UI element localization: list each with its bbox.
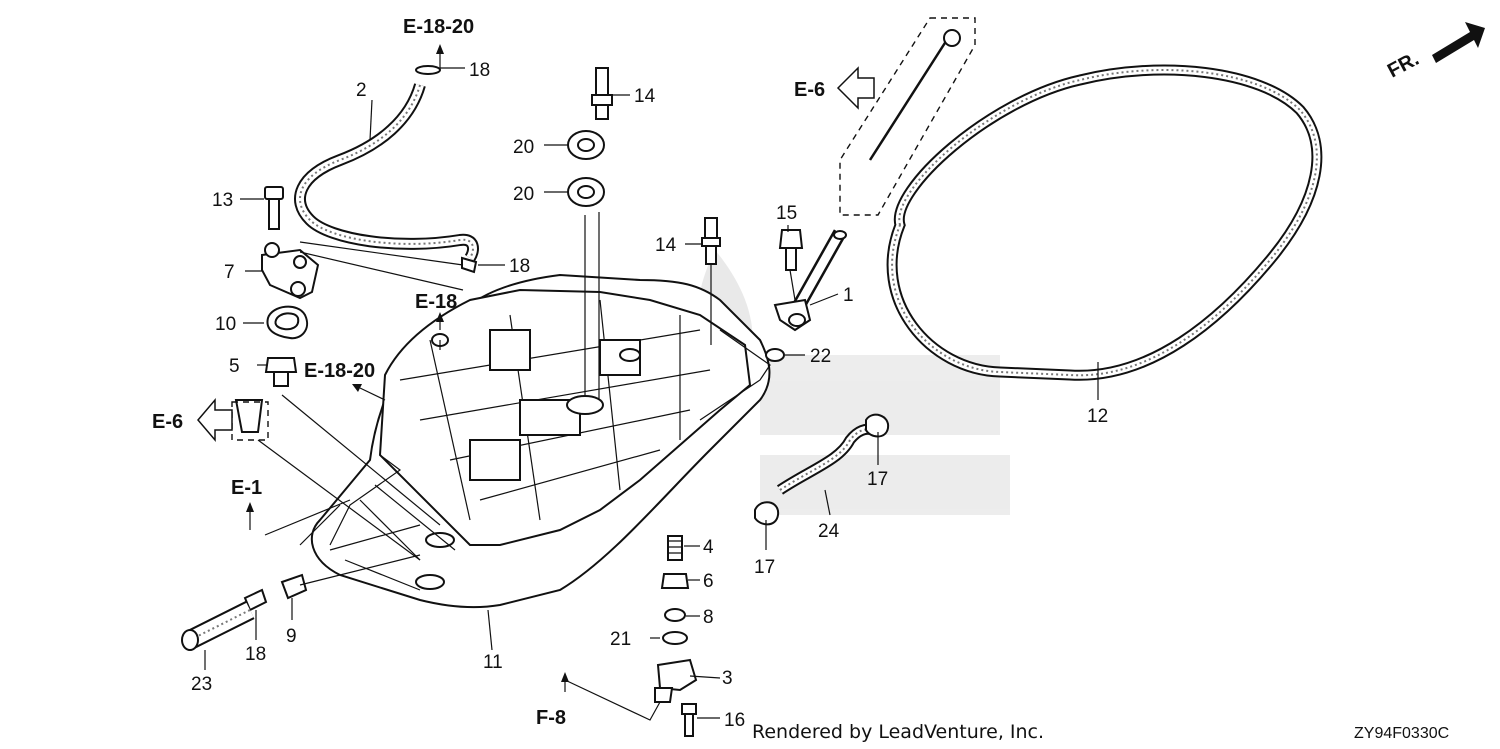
callout-17-right: 17 bbox=[867, 469, 888, 490]
drain-hose bbox=[754, 413, 890, 526]
oil-seals bbox=[567, 67, 721, 400]
callout-6: 6 bbox=[703, 571, 714, 592]
drain-plug-assembly bbox=[654, 535, 698, 737]
callout-12: 12 bbox=[1087, 406, 1108, 427]
part-callouts: 1 2 3 4 5 6 7 8 9 10 11 12 13 14 14 15 1… bbox=[191, 60, 1108, 731]
ref-e18-20-mid[interactable]: E-18-20 bbox=[304, 360, 375, 382]
fitting-assembly bbox=[181, 333, 449, 651]
callout-22: 22 bbox=[810, 346, 831, 367]
callout-15: 15 bbox=[776, 203, 797, 224]
bolt-and-washer bbox=[765, 229, 804, 362]
front-indicator: FR. bbox=[1384, 48, 1423, 83]
breather-tube bbox=[294, 65, 479, 274]
callout-14-top: 14 bbox=[634, 86, 656, 107]
callout-2: 2 bbox=[356, 80, 367, 101]
footer-credit: Rendered by LeadVenture, Inc. bbox=[752, 721, 1044, 743]
callout-4: 4 bbox=[703, 537, 714, 558]
diagram-code: ZY94F0330C bbox=[1354, 725, 1449, 742]
callout-14-mid: 14 bbox=[655, 235, 677, 256]
callout-23: 23 bbox=[191, 674, 212, 695]
ref-e1[interactable]: E-1 bbox=[231, 477, 262, 499]
callout-13: 13 bbox=[212, 190, 233, 211]
reference-labels: E-18-20 E-18-20 E-18 E-6 E-6 E-1 F-8 FR. bbox=[152, 16, 1423, 729]
callout-9: 9 bbox=[286, 626, 297, 647]
callout-3: 3 bbox=[722, 668, 733, 689]
callout-18-top: 18 bbox=[469, 60, 490, 81]
ref-e18[interactable]: E-18 bbox=[415, 291, 457, 313]
callout-1: 1 bbox=[843, 285, 854, 306]
callout-18-bottom: 18 bbox=[245, 644, 266, 665]
callout-20-top: 20 bbox=[513, 137, 534, 158]
callout-8: 8 bbox=[703, 607, 714, 628]
oil-pan-body bbox=[299, 273, 771, 609]
oil-strainer-pipe bbox=[773, 17, 976, 332]
callout-20-bottom: 20 bbox=[513, 184, 534, 205]
callout-10: 10 bbox=[215, 314, 236, 335]
ref-e6-left[interactable]: E-6 bbox=[152, 411, 183, 433]
callout-5: 5 bbox=[229, 356, 240, 377]
oil-pan-gasket bbox=[886, 64, 1323, 381]
leader-lines bbox=[204, 67, 1099, 721]
callout-16: 16 bbox=[724, 710, 745, 731]
callout-21: 21 bbox=[610, 629, 631, 650]
ref-e18-20-top[interactable]: E-18-20 bbox=[403, 16, 474, 38]
callout-24: 24 bbox=[818, 521, 840, 542]
callout-17-left: 17 bbox=[754, 557, 775, 578]
callout-7: 7 bbox=[224, 262, 235, 283]
reference-arrows bbox=[197, 22, 1485, 692]
cover-assembly bbox=[261, 186, 320, 387]
callout-11: 11 bbox=[483, 652, 503, 673]
ref-e6-top[interactable]: E-6 bbox=[794, 79, 825, 101]
callout-18-mid: 18 bbox=[509, 256, 530, 277]
ref-f8[interactable]: F-8 bbox=[536, 707, 566, 729]
